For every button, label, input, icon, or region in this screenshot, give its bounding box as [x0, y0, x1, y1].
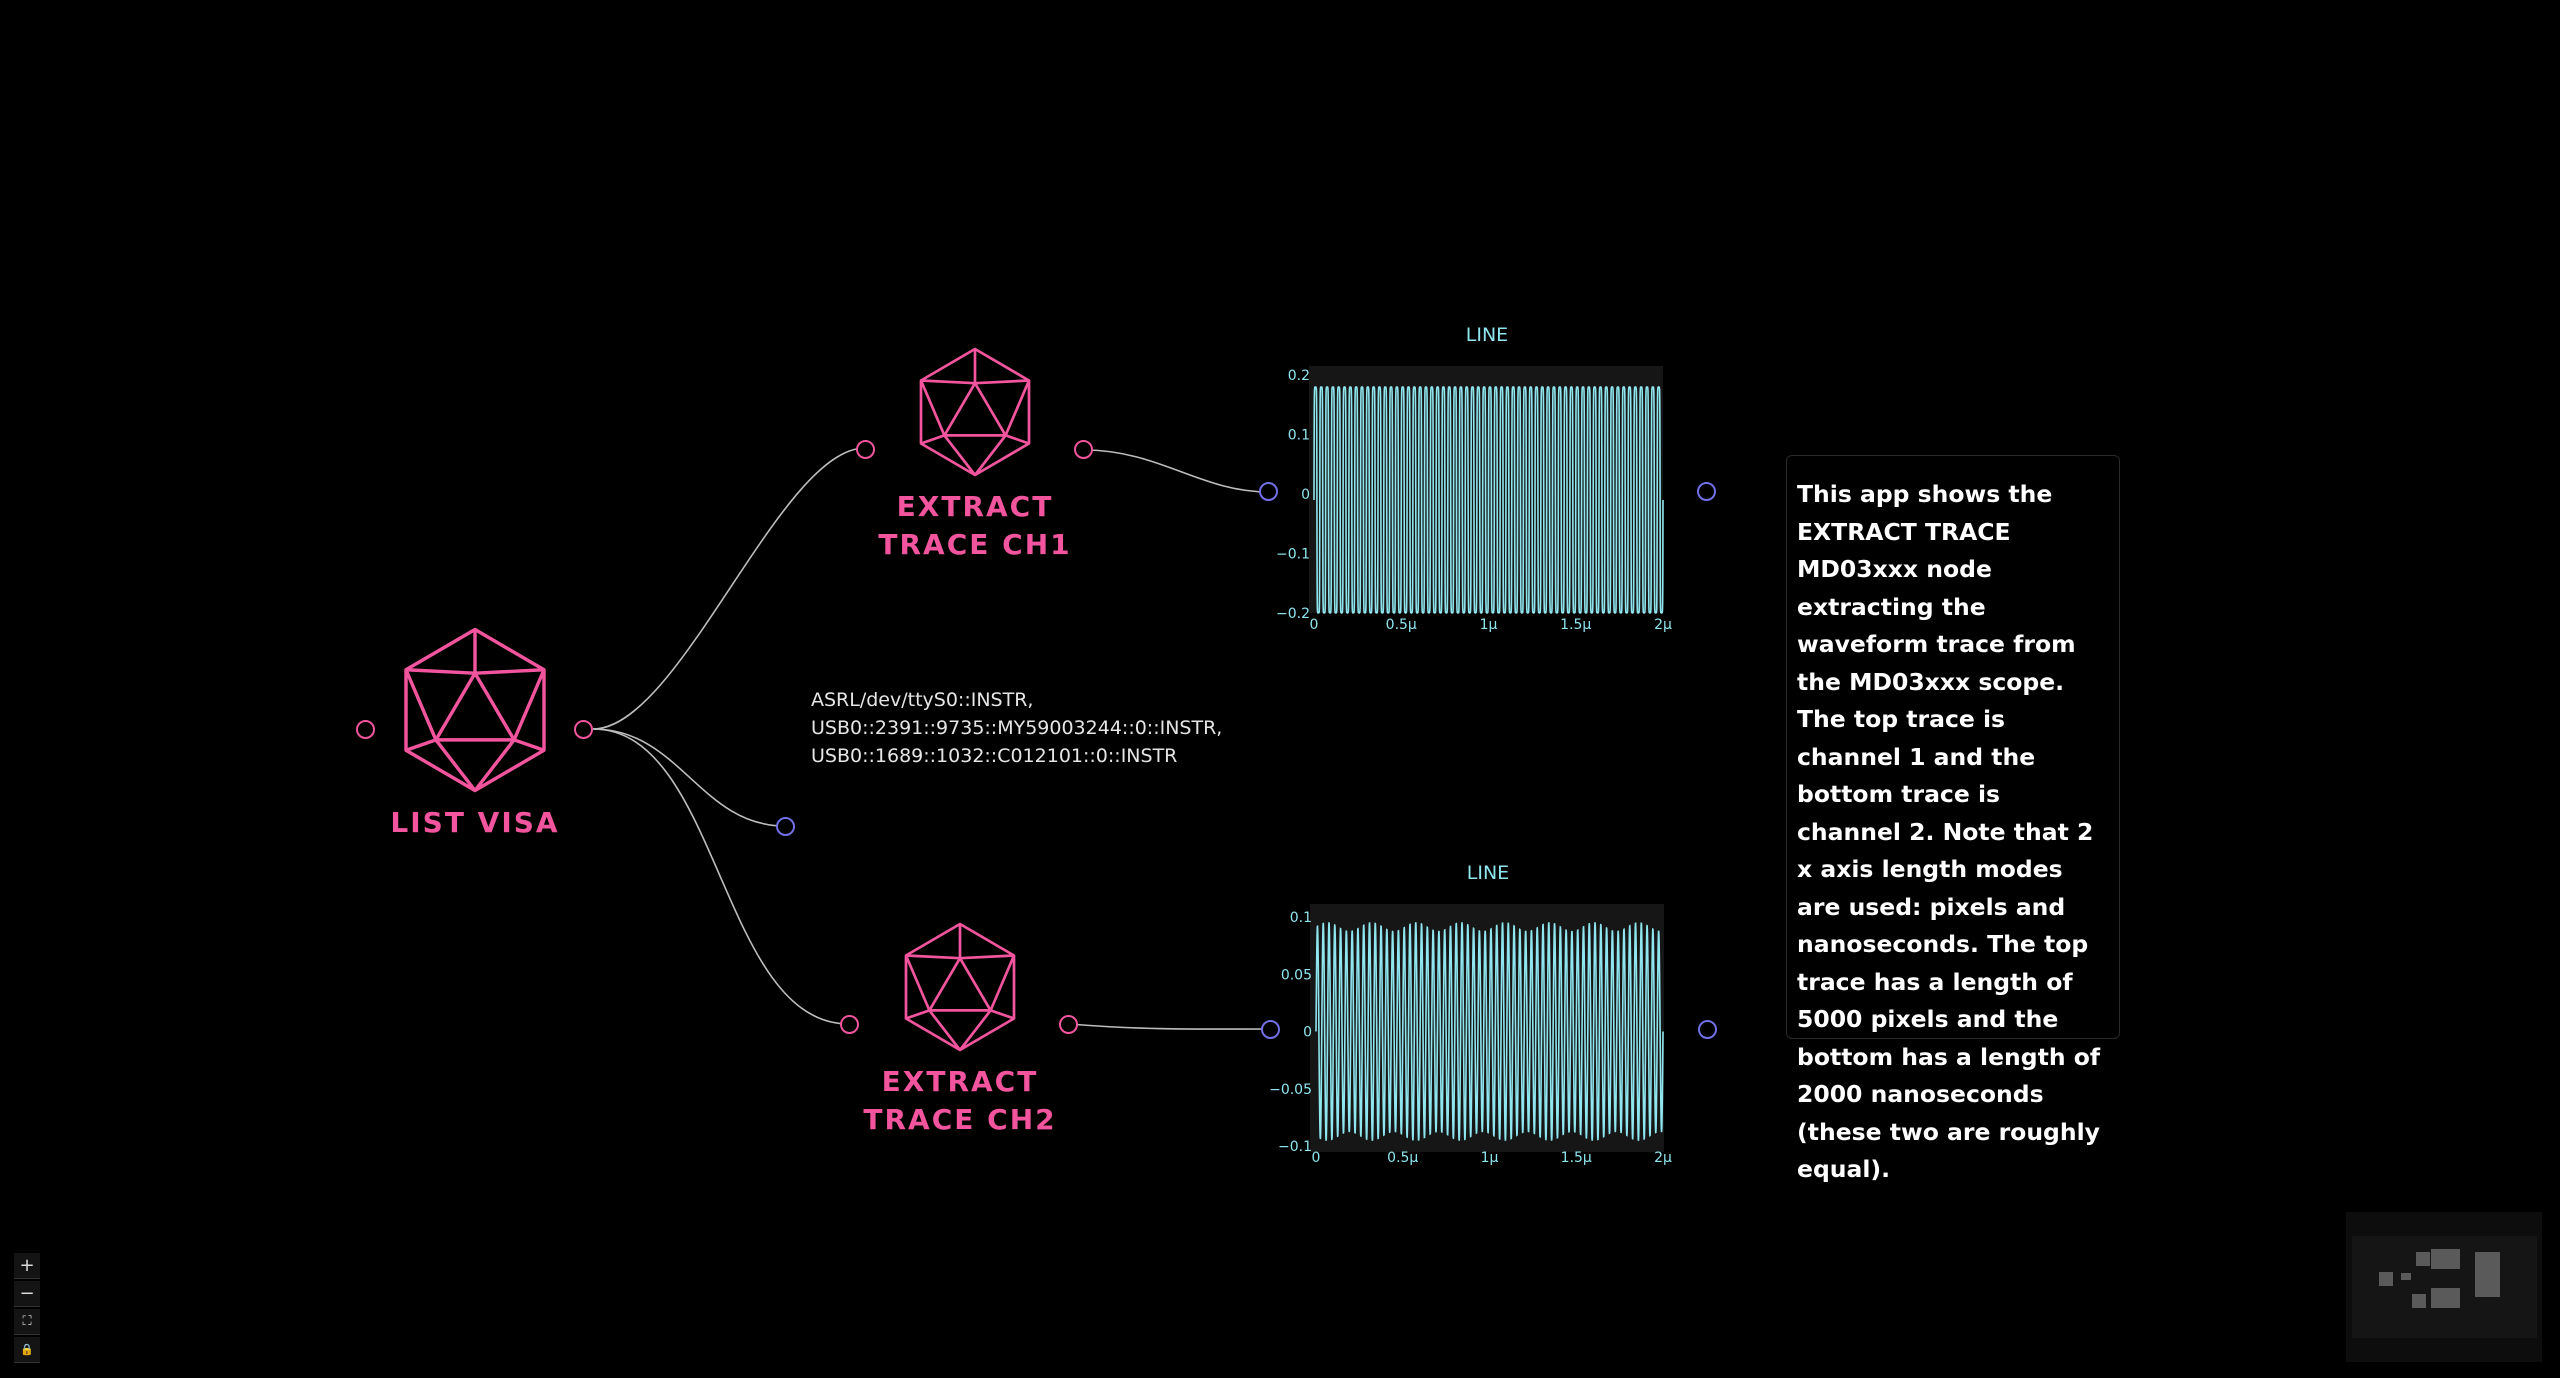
plot-1-x-tick-label: 2μ: [1654, 617, 1672, 633]
plot-ch1-axes: 0 0.5μ 1μ 1.5μ 2μ 0.2 0.1 0 −0.1 −0.2: [1276, 368, 1672, 633]
plot-ch1[interactable]: 0 0.5μ 1μ 1.5μ 2μ 0.2 0.1 0 −0.1 −0.2: [1276, 366, 1672, 633]
ch1-title-line1: EXTRACT: [896, 490, 1054, 523]
zoom-out-button[interactable]: −: [14, 1281, 40, 1307]
extract-trace-ch1-icon: [919, 347, 1031, 477]
plot-1-y-tick-label: −0.1: [1276, 547, 1310, 563]
list-visa-input-handle[interactable]: [356, 720, 375, 739]
note-text: This app shows the EXTRACT TRACE MD03xxx…: [1797, 480, 2101, 1183]
lock-button[interactable]: 🔒: [14, 1337, 40, 1363]
plot-ch2-input-handle[interactable]: [1261, 1020, 1280, 1039]
fit-view-button[interactable]: ⛶: [14, 1309, 40, 1335]
plot-2-x-tick-label: 1.5μ: [1561, 1150, 1592, 1166]
plot-1-x-tick-label: 0.5μ: [1386, 617, 1417, 633]
edge-list-visa-to-output[interactable]: [592, 728, 786, 827]
minimap-node: [2431, 1288, 2460, 1308]
minimap-node: [2401, 1273, 2411, 1280]
plot-1-x-tick-label: 0: [1310, 617, 1319, 633]
plot-1-x-tick-label: 1μ: [1480, 617, 1498, 633]
plot-ch1-input-handle[interactable]: [1259, 482, 1278, 501]
minimap-node: [2416, 1252, 2430, 1266]
ch1-title-line2: TRACE CH1: [878, 528, 1072, 561]
note-node[interactable]: This app shows the EXTRACT TRACE MD03xxx…: [1786, 455, 2120, 1183]
plot-ch1-trace: [1313, 386, 1664, 614]
ch2-title-line1: EXTRACT: [881, 1065, 1039, 1098]
ch2-title: EXTRACT TRACE CH2: [840, 1063, 1080, 1139]
plot-2-y-tick-label: −0.1: [1278, 1139, 1312, 1155]
plot-ch2-axes: 0 0.5μ 1μ 1.5μ 2μ 0.1 0.05 0 −0.05 −0.1: [1269, 910, 1672, 1166]
minimap-canvas: [2352, 1236, 2537, 1338]
plot-ch1-title: LINE: [1465, 324, 1509, 346]
plot-ch2-trace: [1315, 922, 1664, 1141]
plot-ch2-output-handle[interactable]: [1698, 1020, 1717, 1039]
minimap-node: [2475, 1252, 2500, 1297]
ch1-output-handle[interactable]: [1074, 440, 1093, 459]
list-visa-title-text: LIST VISA: [390, 806, 560, 839]
visa-resource-list: ASRL/dev/ttyS0::INSTR, USB0::2391::9735:…: [811, 686, 1222, 770]
visa-resource-3: USB0::1689::1032::C012101::0::INSTR: [811, 745, 1178, 767]
edges: [592, 447, 1272, 1030]
visa-resource-1: ASRL/dev/ttyS0::INSTR,: [811, 689, 1034, 711]
ch1-title: EXTRACT TRACE CH1: [855, 488, 1095, 564]
minimap-node: [2412, 1294, 2426, 1308]
ch2-output-handle[interactable]: [1059, 1015, 1078, 1034]
list-visa-title: LIST VISA: [355, 804, 595, 842]
ch1-input-handle[interactable]: [856, 440, 875, 459]
plot-2-x-tick-label: 0.5μ: [1387, 1150, 1418, 1166]
edge-list-visa-to-ch1[interactable]: [592, 447, 866, 730]
list-visa-icon: [404, 627, 546, 793]
plot-2-x-tick-label: 2μ: [1654, 1150, 1672, 1166]
plot-1-y-tick-label: 0: [1301, 487, 1310, 503]
zoom-controls: + − ⛶ 🔒: [14, 1253, 40, 1363]
plot-2-y-tick-label: 0.1: [1290, 910, 1312, 926]
fit-view-icon: ⛶: [22, 1314, 32, 1329]
plus-icon: +: [19, 1255, 35, 1276]
plot-ch1-output-handle[interactable]: [1697, 482, 1716, 501]
plot-2-x-tick-label: 1μ: [1481, 1150, 1499, 1166]
plot-1-x-tick-label: 1.5μ: [1560, 617, 1591, 633]
zoom-in-button[interactable]: +: [14, 1253, 40, 1279]
plot-2-x-tick-label: 0: [1312, 1150, 1321, 1166]
ch2-input-handle[interactable]: [840, 1015, 859, 1034]
minimap-node: [2431, 1249, 2460, 1269]
visa-output-input-handle[interactable]: [776, 817, 795, 836]
edge-ch1-to-plot[interactable]: [1083, 449, 1270, 493]
plot-ch2[interactable]: 0 0.5μ 1μ 1.5μ 2μ 0.1 0.05 0 −0.05 −0.1: [1269, 904, 1672, 1166]
plot-2-y-tick-label: 0: [1303, 1025, 1312, 1041]
visa-resource-2: USB0::2391::9735::MY59003244::0::INSTR,: [811, 717, 1223, 739]
plot-1-y-tick-label: 0.1: [1288, 428, 1310, 444]
plot-1-y-tick-label: −0.2: [1276, 606, 1310, 622]
plot-ch2-title: LINE: [1466, 862, 1510, 884]
ch2-title-line2: TRACE CH2: [863, 1103, 1057, 1136]
extract-trace-ch2-icon: [904, 922, 1016, 1052]
plot-2-y-tick-label: −0.05: [1269, 1082, 1312, 1098]
list-visa-output-handle[interactable]: [574, 720, 593, 739]
minimap[interactable]: [2346, 1212, 2542, 1362]
edge-ch2-to-plot[interactable]: [1069, 1023, 1272, 1030]
minimap-node: [2379, 1272, 2393, 1286]
edge-list-visa-to-ch2[interactable]: [592, 728, 850, 1025]
plot-1-y-tick-label: 0.2: [1288, 368, 1310, 384]
lock-icon: 🔒: [20, 1343, 34, 1356]
minus-icon: −: [19, 1283, 35, 1304]
plot-2-y-tick-label: 0.05: [1281, 967, 1312, 983]
